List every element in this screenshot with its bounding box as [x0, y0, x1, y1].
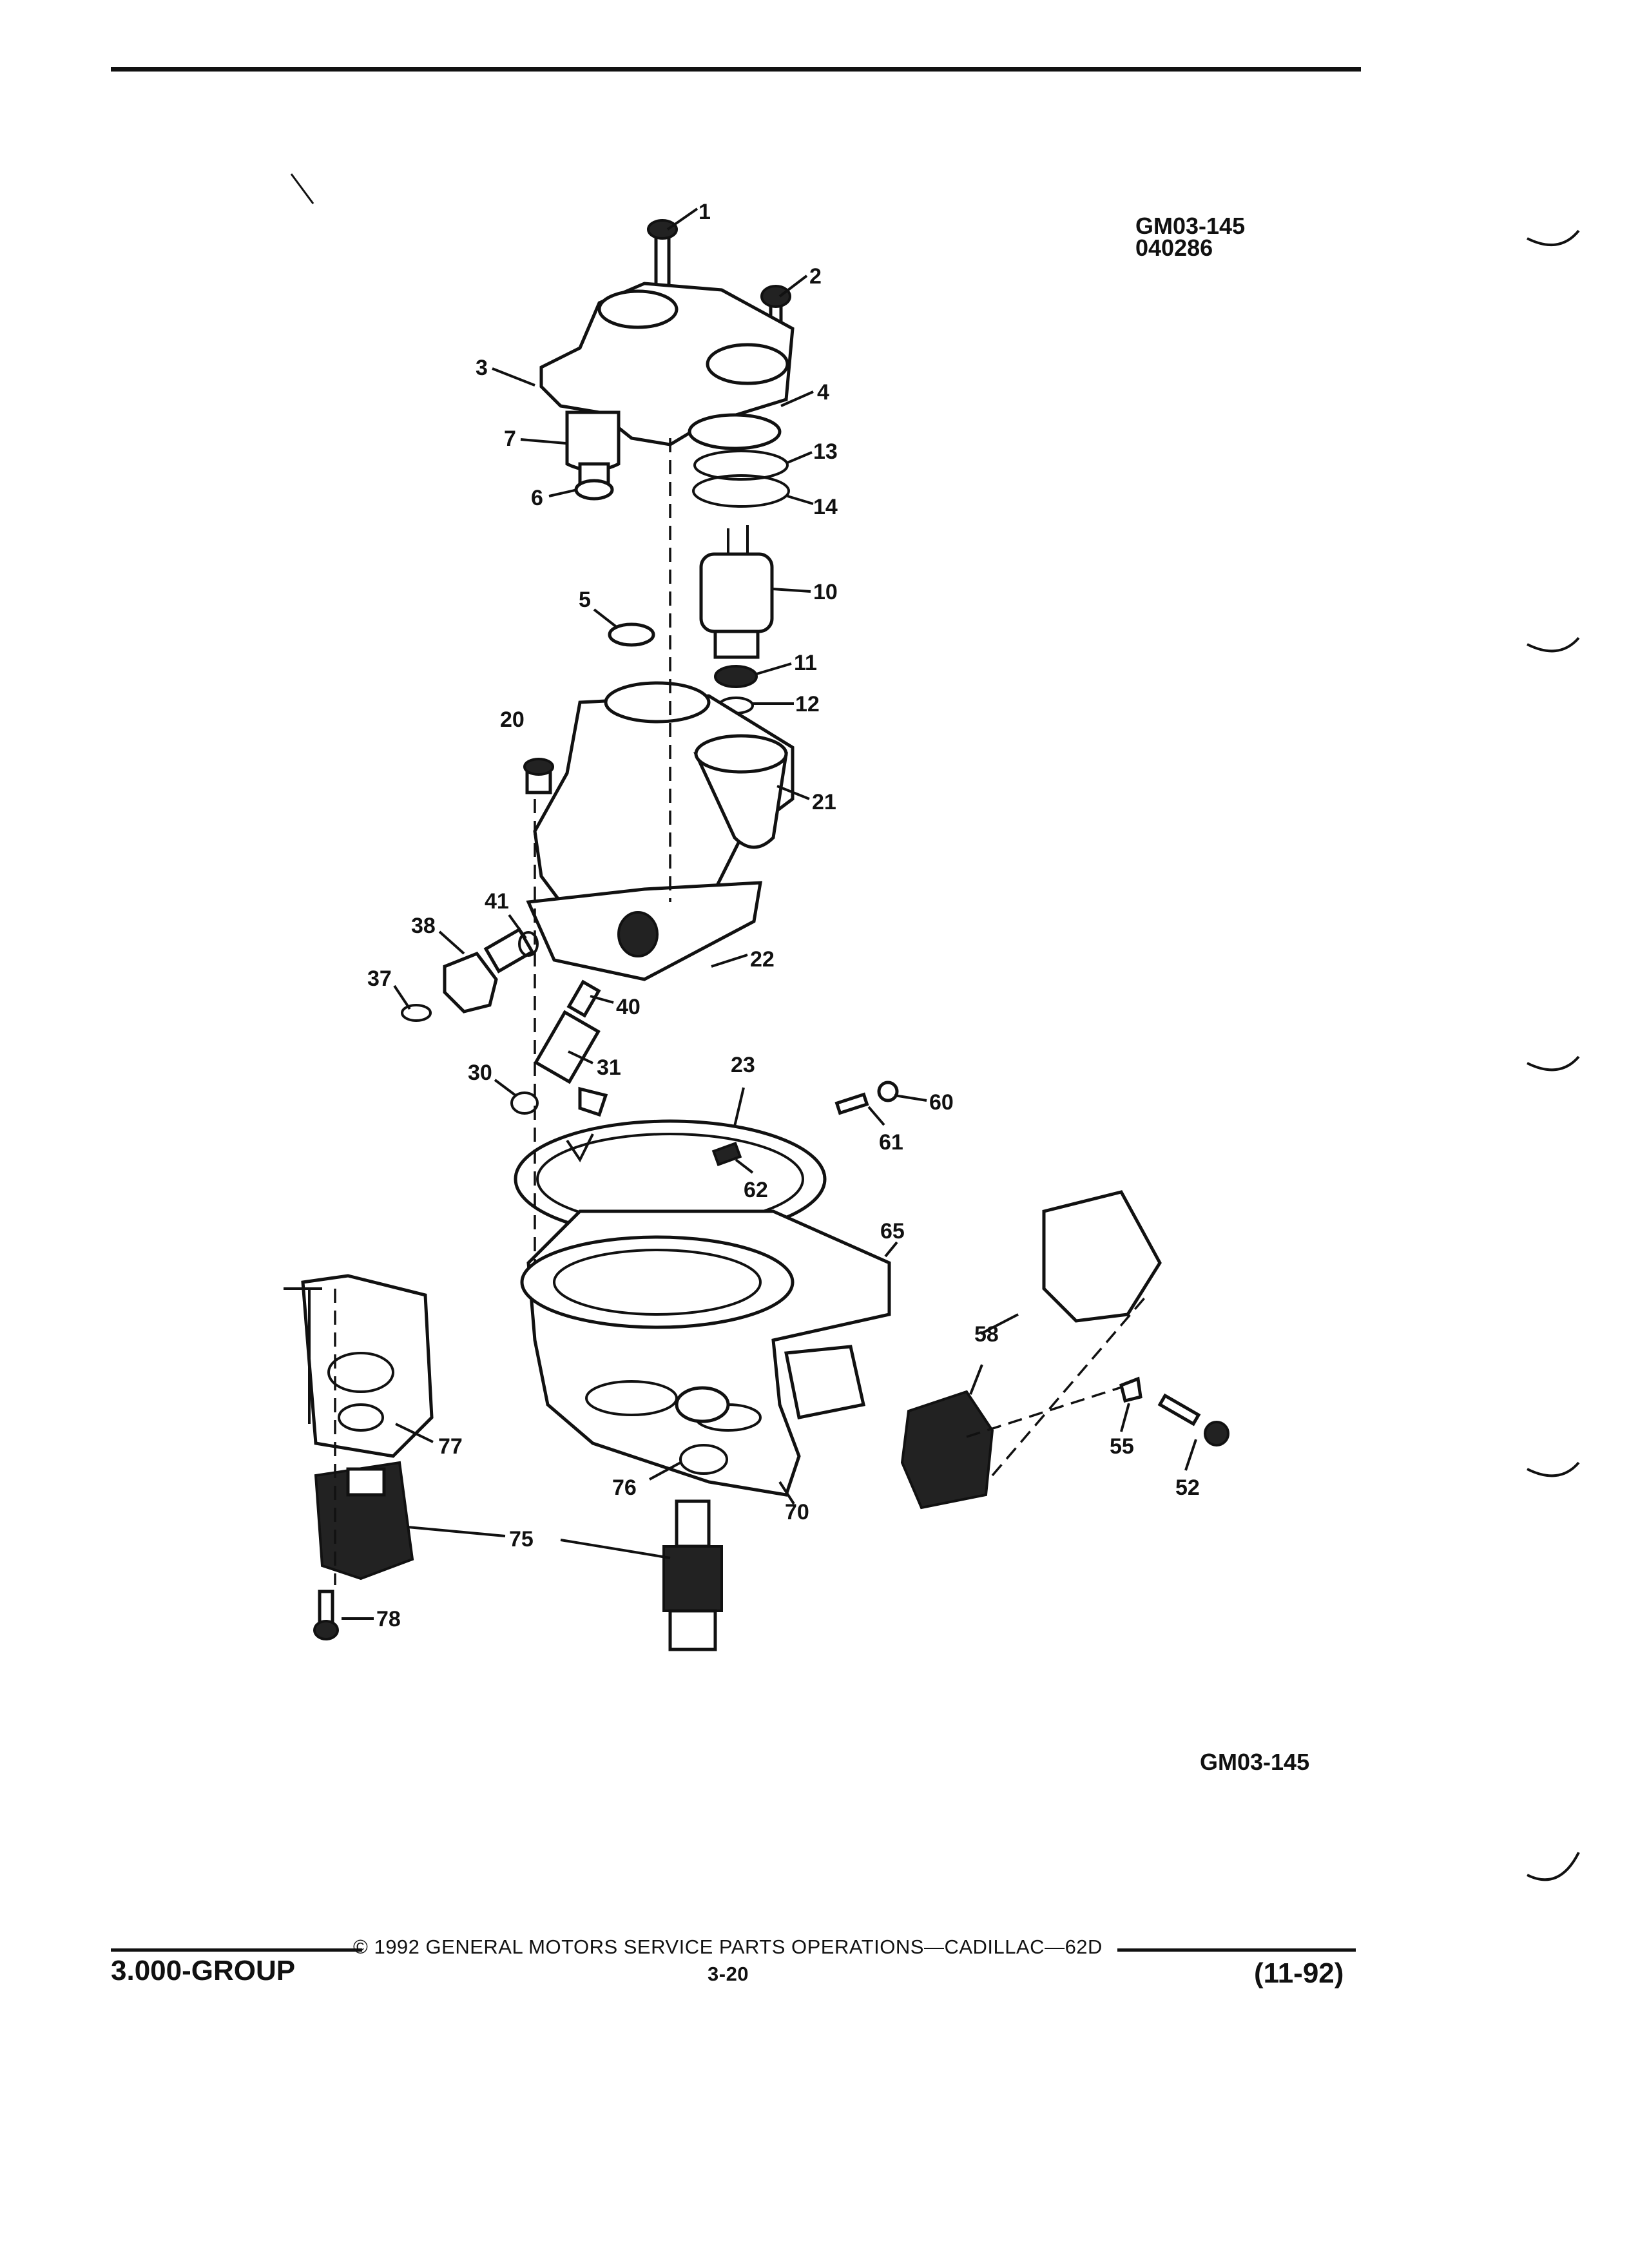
- callout: 14: [813, 495, 838, 519]
- scan-mark: [290, 173, 314, 204]
- screw-61: [834, 1092, 869, 1115]
- throttle-position-sensor: [900, 1190, 1229, 1510]
- callout: 62: [744, 1178, 768, 1202]
- filter-11: [714, 665, 758, 688]
- throttle-body: [520, 1209, 891, 1497]
- injector-seals: [688, 413, 790, 508]
- fuel-injector: [699, 525, 774, 715]
- tps-58: [900, 1390, 994, 1510]
- callout: 13: [813, 439, 838, 464]
- injector-cup-21: [693, 752, 788, 849]
- callout: 40: [616, 995, 641, 1019]
- o-ring-77: [338, 1403, 384, 1432]
- callout: 4: [817, 380, 829, 405]
- callout: 7: [504, 427, 516, 451]
- callout: 77: [438, 1434, 463, 1459]
- callout: 3: [476, 356, 488, 380]
- throttle-bore-65: [520, 1235, 795, 1329]
- callout: 60: [929, 1090, 954, 1115]
- o-ring-37: [401, 1004, 432, 1022]
- callout: 37: [367, 966, 392, 991]
- meter-body-bore: [604, 681, 711, 724]
- gasket-4: [688, 413, 782, 450]
- seal-6: [574, 479, 614, 501]
- cover-top-bore: [597, 289, 679, 329]
- figure-code-bottom: GM03-145: [1200, 1749, 1310, 1775]
- fitting-31: [534, 1010, 601, 1084]
- injector-tip: [713, 629, 760, 659]
- tube-fitting: [578, 1086, 608, 1117]
- binder-hole-mark: [1527, 229, 1580, 247]
- callout: 41: [485, 889, 509, 914]
- footer-revision: (11-92): [1254, 1957, 1344, 1989]
- fuel-meter-cover-assembly: [539, 219, 795, 501]
- cover-body: [539, 282, 795, 447]
- leader-lines: [342, 207, 1197, 1620]
- callout: 52: [1175, 1475, 1200, 1500]
- spring-62: [711, 1141, 742, 1167]
- binder-hole-mark: [1527, 1852, 1580, 1881]
- callout: 11: [794, 651, 817, 675]
- coolant-sensor: [675, 1499, 711, 1548]
- plug-60: [877, 1081, 899, 1102]
- screw-2-head: [760, 285, 791, 308]
- binder-hole-mark: [1527, 1461, 1580, 1477]
- callout: 20: [500, 707, 525, 732]
- figure-code: GM03-145: [1135, 213, 1246, 239]
- callout: 12: [795, 692, 820, 716]
- callout: 70: [785, 1500, 809, 1524]
- port-fitting: [675, 1386, 730, 1423]
- callout: 31: [597, 1055, 621, 1080]
- gasket-5: [608, 622, 655, 647]
- o-ring-13: [693, 450, 789, 481]
- binder-hole-mark: [1527, 1055, 1580, 1072]
- screw-52: [1157, 1393, 1201, 1427]
- o-ring-41: [518, 931, 539, 957]
- fuel-meter-body: [523, 622, 795, 981]
- callout: 2: [809, 264, 822, 289]
- callout: 1: [699, 200, 711, 224]
- callout: 76: [612, 1475, 637, 1500]
- tps-bracket: [1042, 1190, 1162, 1323]
- footer-page-number: 3-20: [708, 1963, 749, 1985]
- cover-bore: [706, 343, 789, 385]
- footer-rule-right: [1117, 1948, 1356, 1952]
- callout: 30: [468, 1061, 492, 1085]
- callout: 65: [880, 1219, 905, 1244]
- callout: 22: [750, 947, 775, 972]
- callout: 61: [879, 1130, 903, 1155]
- screw-1-head: [647, 219, 678, 240]
- injector-body-10: [699, 552, 774, 633]
- o-ring-14: [692, 474, 790, 508]
- callout: 75: [509, 1527, 534, 1552]
- retainer-55: [1119, 1376, 1142, 1403]
- callout: 5: [579, 588, 591, 612]
- footer-rule-left: [111, 1948, 362, 1952]
- figure-date-code: 040286: [1135, 235, 1213, 261]
- callout: 6: [531, 486, 543, 510]
- o-ring-76: [679, 1444, 728, 1475]
- callout: 55: [1110, 1434, 1134, 1459]
- binder-hole-mark: [1527, 637, 1580, 653]
- iac-75: [314, 1461, 414, 1581]
- fitting-nut-38: [443, 951, 498, 1014]
- callout-numbers: 1 2 3 4 7 13 6 14 10 5 11 12 20 21 41 38…: [367, 200, 1200, 1631]
- callout: 23: [731, 1053, 755, 1077]
- callout: 38: [411, 914, 436, 938]
- callout: 10: [813, 580, 838, 604]
- fuel-fittings: [401, 927, 601, 1115]
- o-ring-30: [510, 1091, 539, 1115]
- footer-group: 3.000-GROUP: [111, 1955, 296, 1986]
- callout: 21: [812, 790, 836, 814]
- throttle-lever: [784, 1345, 865, 1419]
- regulator-housing-7: [565, 410, 621, 472]
- top-rule: [111, 67, 1361, 72]
- fitting-40: [566, 979, 601, 1018]
- callout: 58: [974, 1322, 999, 1347]
- footer-copyright: © 1992 GENERAL MOTORS SERVICE PARTS OPER…: [353, 1936, 1103, 1958]
- callout: 78: [376, 1607, 401, 1631]
